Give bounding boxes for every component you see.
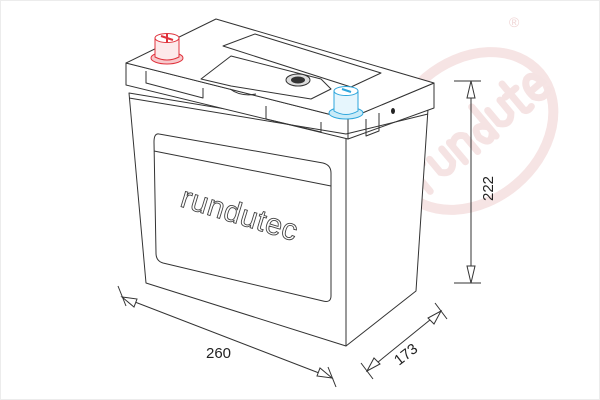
handle	[229, 88, 257, 96]
battery-side-face	[345, 108, 429, 347]
label-panel-line	[153, 150, 332, 187]
handle-recess	[200, 55, 332, 100]
height-dimension: 222	[454, 80, 497, 284]
minus-icon	[341, 88, 352, 93]
height-label: 222	[480, 176, 497, 201]
vent-cover	[222, 33, 382, 88]
plus-icon	[160, 34, 174, 42]
body-trim	[128, 97, 429, 135]
positive-terminal	[150, 33, 184, 65]
negative-terminal	[328, 86, 364, 120]
length-label: 260	[206, 345, 231, 362]
lid-recess-left	[145, 71, 204, 99]
length-dimension: 260	[117, 285, 337, 388]
indicator-eye-center	[291, 76, 305, 84]
vent-hole	[391, 108, 395, 114]
width-label: 173	[391, 340, 421, 369]
registered-mark: ®	[509, 14, 520, 30]
label-panel	[153, 133, 332, 302]
lid-recess-side	[365, 113, 380, 137]
